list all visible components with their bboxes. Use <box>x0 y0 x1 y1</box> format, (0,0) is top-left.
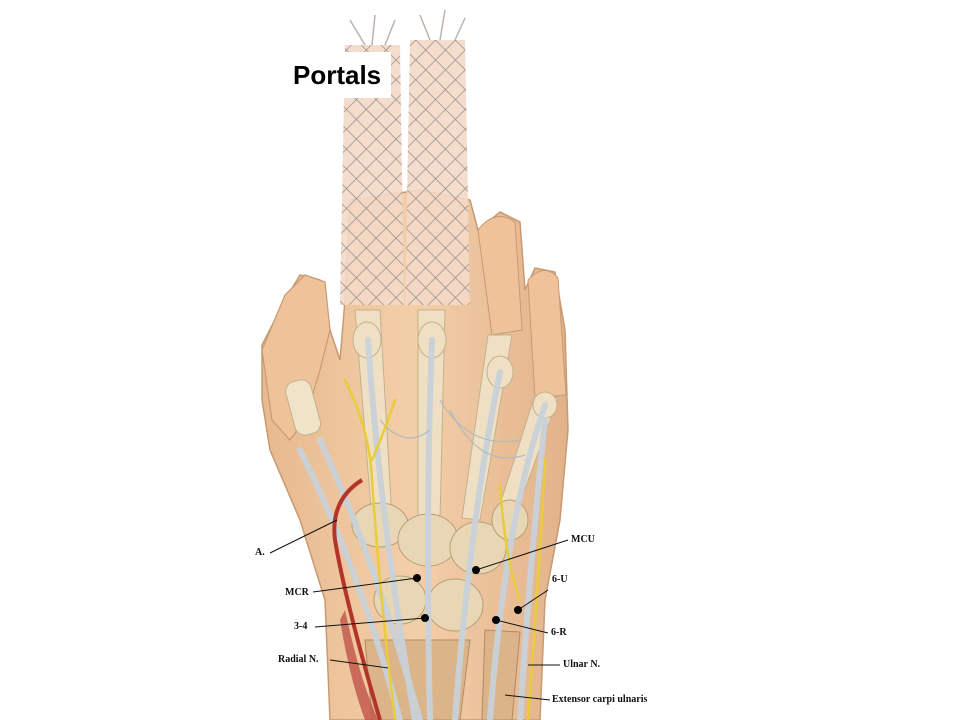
label-6-r: 6-R <box>551 627 567 638</box>
label-radial-n: Radial N. <box>278 654 319 665</box>
label-a: A. <box>255 547 265 558</box>
nerves <box>343 378 547 720</box>
finger-traps <box>340 9 470 305</box>
slide-title: Portals <box>283 52 391 98</box>
label-extensor-carpi-ulnaris: Extensor carpi ulnaris <box>552 694 648 705</box>
label-mcr: MCR <box>285 587 309 598</box>
extensor-tendons <box>297 337 548 720</box>
portal-markers <box>413 566 522 624</box>
radial-artery <box>332 478 382 720</box>
three-four-portal-dot <box>421 614 429 622</box>
label-mcu: MCU <box>571 534 595 545</box>
label-ulnar-n: Ulnar N. <box>563 659 601 670</box>
label-6-u: 6-U <box>552 574 568 585</box>
thumb <box>261 274 331 441</box>
six-u-portal-dot <box>514 606 522 614</box>
little-finger <box>527 270 567 399</box>
leader-lines <box>269 519 569 701</box>
mcr-portal-dot <box>413 574 421 582</box>
six-r-portal-dot <box>492 616 500 624</box>
ring-finger <box>477 216 523 336</box>
label-3-4: 3-4 <box>294 621 308 632</box>
mcu-portal-dot <box>472 566 480 574</box>
